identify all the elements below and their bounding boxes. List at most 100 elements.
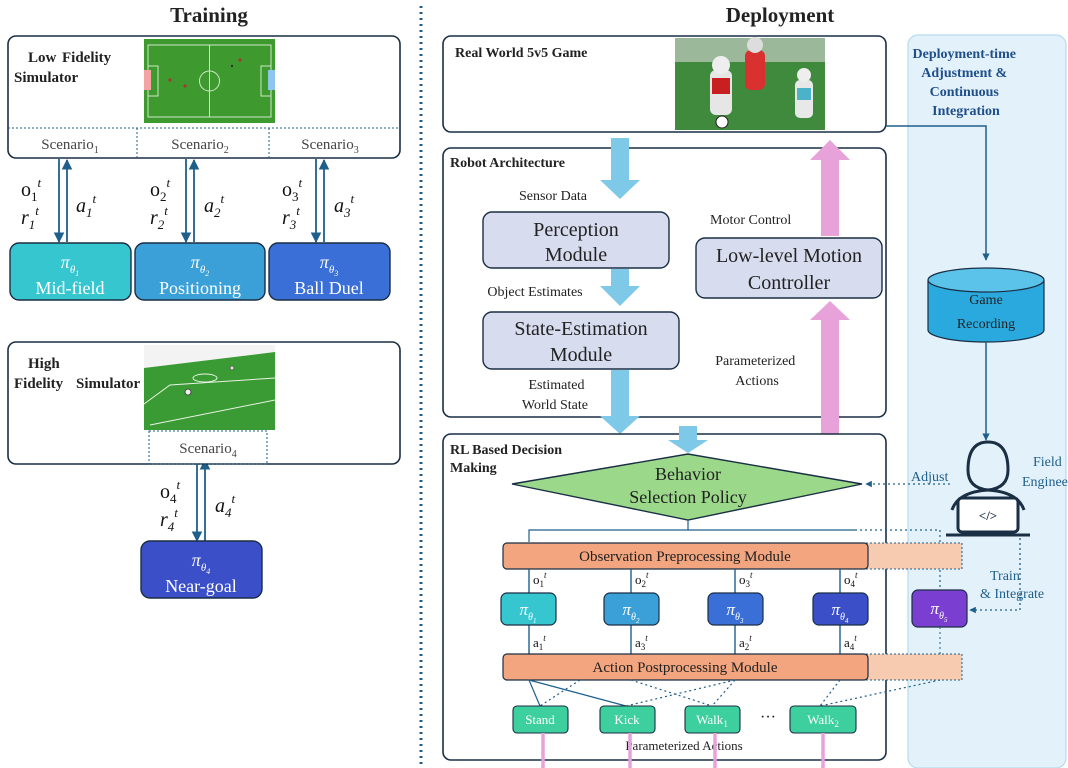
training-policy-near-goal: πθ4 Near-goal: [140, 540, 263, 599]
training-obs-labels: o1t r1t a1t o2t r2t a2t o3t r3t a3t o4t …: [21, 175, 355, 534]
low-level-motion-controller: Low-level Motion Controller: [695, 237, 883, 299]
svg-text:Near-goal: Near-goal: [165, 576, 237, 596]
svg-text:a2t: a2t: [204, 191, 225, 220]
svg-text:r3t: r3t: [282, 203, 300, 232]
scenario-4-box: [148, 430, 268, 465]
action-output-stubs: [541, 733, 825, 768]
svg-text:Selection Policy: Selection Policy: [629, 487, 746, 507]
parameterized-actions-label: Parameterized Actions: [715, 354, 799, 389]
svg-text:Positioning: Positioning: [159, 278, 241, 298]
rl-obs-labels: o1t o2t o3t o4t: [533, 570, 858, 589]
scenario-label: Scenario3: [301, 137, 358, 156]
svg-text:o1t: o1t: [533, 570, 547, 589]
svg-text:Stand: Stand: [525, 712, 555, 727]
sensor-data-label: Sensor Data: [519, 189, 588, 204]
training-arrows: [53, 158, 330, 543]
observation-preprocessing-module: Observation Preprocessing Module: [502, 542, 869, 570]
motor-flow-arrows: [810, 140, 850, 435]
svg-text:o2t: o2t: [635, 570, 649, 589]
svg-text:a3t: a3t: [635, 633, 648, 652]
svg-text:o3t: o3t: [282, 175, 303, 204]
train-integrate-label: Train & Integrate: [980, 569, 1044, 602]
rl-policy-4: πθ4: [812, 592, 869, 626]
motor-control-label: Motor Control: [710, 213, 791, 228]
field-engineer-label: Field Engineer: [1022, 455, 1068, 490]
action-walk-1: Walk1: [684, 705, 741, 734]
training-policy-ball-duel: πθ3 Ball Duel: [268, 242, 391, 301]
deployment-side-panel: [907, 34, 1067, 768]
svg-text:a1t: a1t: [533, 633, 546, 652]
estimated-world-state-label: Estimated World State: [522, 378, 588, 413]
svg-text:o1t: o1t: [21, 175, 42, 204]
high-fidelity-field-image: [143, 345, 276, 430]
real-world-photo: [675, 37, 825, 130]
deployment-title: Deployment: [726, 3, 835, 27]
svg-text:Action Postprocessing Module: Action Postprocessing Module: [593, 660, 778, 676]
svg-text:Kick: Kick: [614, 712, 640, 727]
training-policy-positioning: πθ2 Positioning: [134, 242, 266, 301]
real-world-label: Real World 5v5 Game: [455, 46, 587, 61]
observation-module-faded: [865, 542, 963, 570]
svg-text:Game: Game: [969, 293, 1002, 308]
rl-policy-3: πθ3: [707, 592, 764, 626]
svg-text:a4t: a4t: [215, 491, 236, 520]
svg-text:Controller: Controller: [748, 272, 831, 294]
game-recording-database: Game Recording: [927, 267, 1045, 343]
svg-text:Mid-field: Mid-field: [36, 278, 105, 298]
action-postprocessing-module: Action Postprocessing Module: [502, 653, 869, 681]
side-panel-title: Deployment-time Adjustment & Continuous …: [913, 47, 1020, 119]
svg-text:Observation Preprocessing Modu: Observation Preprocessing Module: [579, 549, 791, 565]
rl-obs-lines: [528, 569, 841, 654]
action-ellipsis: ···: [760, 709, 776, 726]
rl-decision-title: RL Based Decision Making: [450, 443, 566, 476]
svg-text:Recording: Recording: [957, 317, 1015, 332]
recording-flow-arrow: [886, 125, 990, 261]
action-connectors: [528, 679, 941, 707]
svg-text:a3t: a3t: [334, 191, 355, 220]
svg-text:Low-level Motion: Low-level Motion: [716, 245, 862, 267]
behavior-selection-policy: Behavior Selection Policy: [511, 453, 863, 521]
svg-text:r1t: r1t: [21, 203, 39, 232]
low-fidelity-field-image: [144, 39, 275, 123]
svg-text:Walk2: Walk2: [807, 712, 839, 729]
rl-act-labels: a1t a3t a2t a4t: [533, 633, 857, 652]
svg-text:a1t: a1t: [76, 191, 97, 220]
object-estimates-label: Object Estimates: [487, 285, 582, 300]
svg-text:Module: Module: [550, 344, 612, 366]
action-module-faded: [865, 653, 963, 681]
train-integrate-arrow: [969, 538, 1021, 614]
svg-text:a2t: a2t: [739, 633, 752, 652]
state-estimation-module: State-Estimation Module: [482, 311, 680, 370]
perception-module: Perception Module: [482, 211, 670, 269]
svg-text:o4t: o4t: [844, 570, 858, 589]
svg-text:Perception: Perception: [533, 219, 619, 241]
svg-text:Behavior: Behavior: [655, 464, 721, 484]
scenario-label: Scenario1: [41, 137, 98, 156]
scenario-label: Scenario4: [179, 441, 236, 460]
svg-text:Ball Duel: Ball Duel: [294, 278, 364, 298]
code-symbol: </>: [979, 508, 997, 523]
rl-policy-5: πθ5: [911, 589, 968, 628]
robot-architecture-title: Robot Architecture: [450, 156, 565, 171]
rl-policy-2: πθ2: [603, 592, 660, 626]
rl-parameterized-actions-label: Parameterized Actions: [625, 738, 742, 753]
svg-text:o2t: o2t: [150, 175, 171, 204]
training-policy-mid-field: πθ1 Mid-field: [9, 242, 132, 301]
svg-text:Module: Module: [545, 244, 607, 266]
svg-text:r2t: r2t: [150, 203, 168, 232]
svg-text:a4t: a4t: [844, 633, 857, 652]
svg-text:State-Estimation: State-Estimation: [514, 318, 647, 340]
action-stand: Stand: [512, 705, 569, 734]
rl-input-arrow: [668, 430, 708, 453]
rl-policy-1: πθ1: [500, 592, 557, 626]
scenario-label: Scenario2: [171, 137, 228, 156]
svg-text:o3t: o3t: [739, 570, 753, 589]
action-walk-2: Walk2: [789, 705, 857, 734]
adjust-label: Adjust: [911, 470, 948, 485]
training-title: Training: [170, 3, 248, 27]
action-kick: Kick: [599, 705, 656, 734]
